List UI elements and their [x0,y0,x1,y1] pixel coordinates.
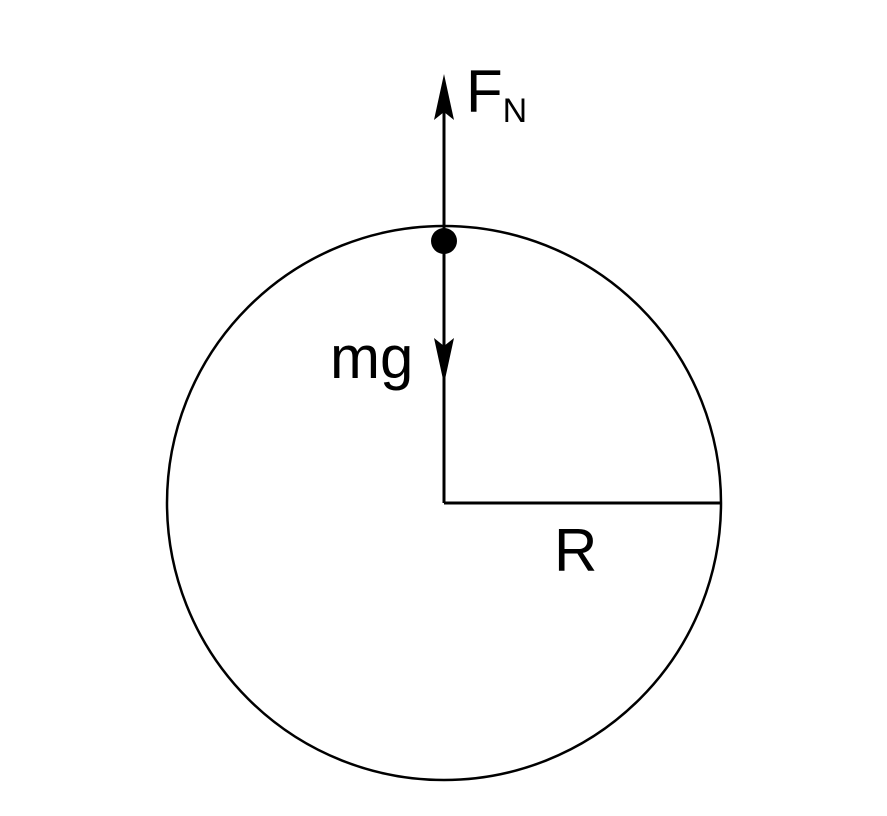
normal-force-arrowhead [434,74,454,120]
object-dot [431,228,457,254]
weight-label: mg [330,324,413,391]
radius-label: R [554,517,597,584]
normal-force-label-main: F [466,58,503,125]
normal-force-label: FN [466,58,527,130]
normal-force-label-subscript: N [503,92,528,130]
weight-arrowhead [434,338,454,384]
